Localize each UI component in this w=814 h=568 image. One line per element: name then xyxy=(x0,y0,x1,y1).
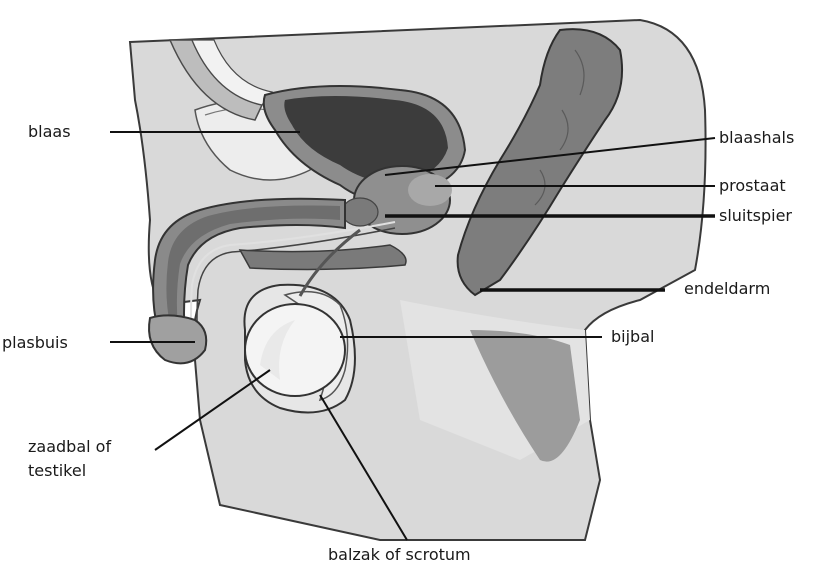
label-balzak: balzak of scrotum xyxy=(328,545,471,564)
label-endeldarm: endeldarm xyxy=(684,279,770,298)
label-zaadbal-line1: zaadbal of xyxy=(28,437,111,456)
label-sluitspier: sluitspier xyxy=(719,206,792,225)
label-zaadbal-line2: testikel xyxy=(28,461,86,480)
label-blaashals: blaashals xyxy=(719,128,794,147)
label-bijbal: bijbal xyxy=(611,327,654,346)
label-plasbuis: plasbuis xyxy=(2,333,68,352)
label-prostaat: prostaat xyxy=(719,176,786,195)
label-blaas: blaas xyxy=(28,122,71,141)
